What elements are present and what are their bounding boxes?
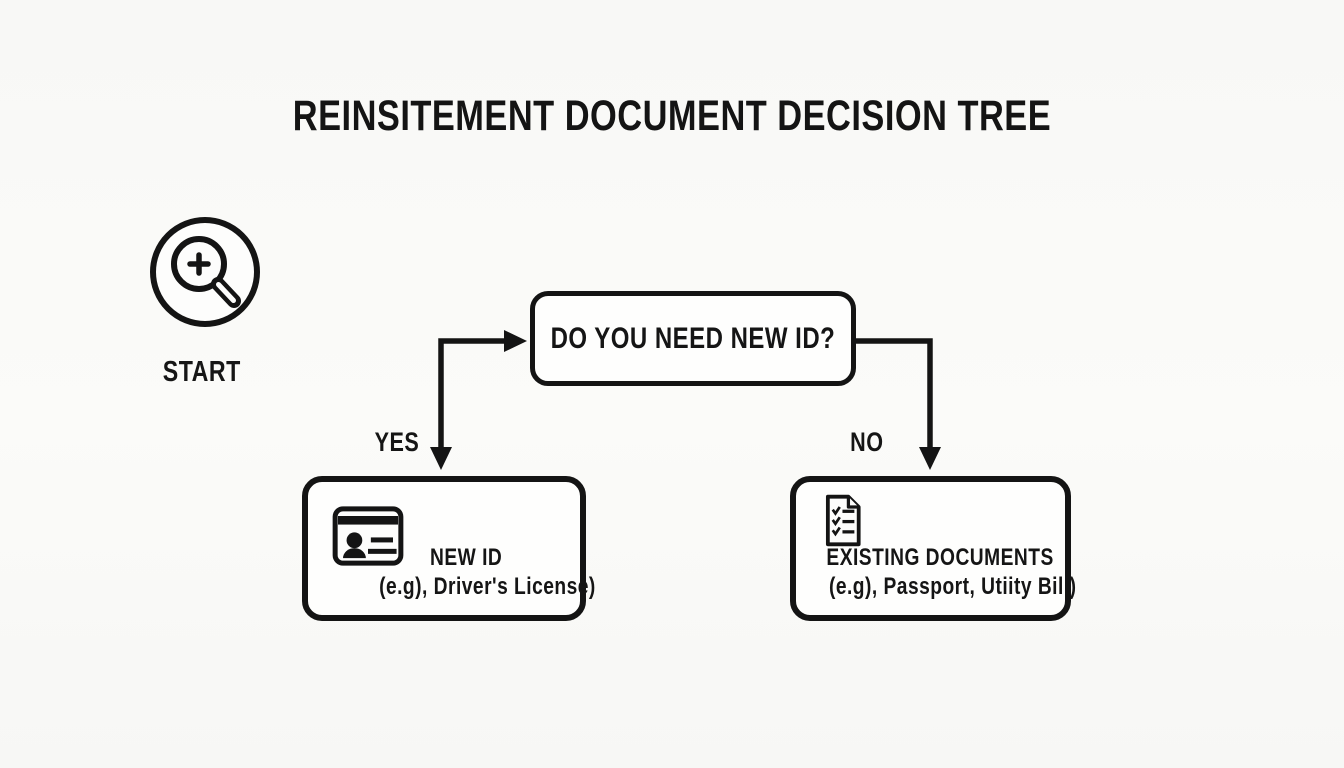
result-text-new-id: NEW ID (e.g), Driver's License) — [352, 543, 595, 601]
start-node — [147, 214, 263, 335]
result-text-existing-documents: EXISTING DOCUMENTS (e.g), Passport, Utii… — [798, 543, 1076, 601]
checklist-document-icon — [825, 494, 861, 547]
page-title: REINSITEMENT DOCUMENT DECISION TREE — [0, 92, 1344, 141]
result-subtitle: (e.g), Passport, Utiity Bill) — [828, 573, 1077, 600]
branch-label-no: NO — [850, 427, 884, 457]
result-box-new-id: NEW ID (e.g), Driver's License) — [302, 476, 595, 621]
page-title-text: REINSITEMENT DOCUMENT DECISION TREE — [292, 92, 1052, 140]
result-title: NEW ID — [429, 544, 503, 571]
start-label: START — [162, 356, 241, 388]
magnifier-zoom-in-icon — [150, 217, 260, 327]
result-subtitle: (e.g), Driver's License) — [379, 573, 596, 600]
result-title: EXISTING DOCUMENTS — [826, 544, 1054, 571]
result-box-existing-documents: EXISTING DOCUMENTS (e.g), Passport, Utii… — [790, 476, 1076, 621]
branch-label-yes: YES — [374, 427, 420, 457]
decision-box-need-new-id: DO YOU NEED NEW ID? — [530, 291, 856, 386]
id-card-icon — [332, 506, 404, 566]
decision-box-label: DO YOU NEED NEW ID? — [550, 321, 836, 355]
